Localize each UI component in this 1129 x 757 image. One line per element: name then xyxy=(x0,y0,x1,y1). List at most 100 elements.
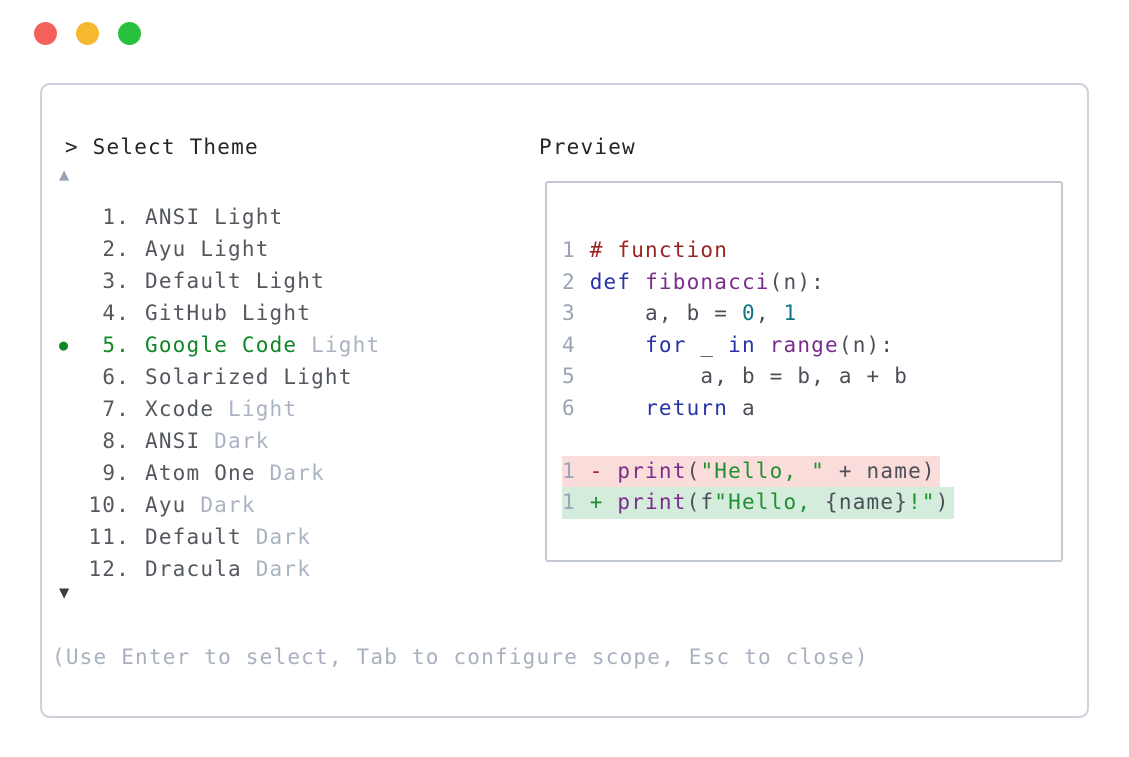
code-token-plain: ( xyxy=(686,458,701,483)
code-token-keyword: in xyxy=(728,332,756,357)
theme-item-name: Dracula xyxy=(145,557,242,581)
theme-item-number: 12. xyxy=(88,557,130,581)
theme-item-variant: Dark xyxy=(255,557,312,581)
code-token-plain: a xyxy=(728,395,756,420)
code-token-linenum: 1 xyxy=(562,238,590,262)
code-line: 1 # function xyxy=(562,235,954,267)
theme-list-item[interactable]: 1. ANSI Light xyxy=(42,201,512,233)
theme-item-number: 3. xyxy=(102,269,130,293)
preview-label: Preview xyxy=(539,135,636,159)
code-token-plain: a, b = b, a + b xyxy=(589,364,909,388)
select-theme-prompt: > Select Theme xyxy=(65,135,259,159)
help-text: (Use Enter to select, Tab to configure s… xyxy=(52,645,869,669)
theme-item-variant: Light xyxy=(283,365,353,389)
theme-item-variant: Light xyxy=(214,205,284,229)
theme-item-number: 10. xyxy=(88,493,130,517)
code-line: 6 return a xyxy=(562,393,954,425)
code-token-number: 1 xyxy=(783,301,798,325)
selected-bullet-icon xyxy=(59,553,79,585)
code-token-function: range xyxy=(769,332,839,357)
code-token-string: "Hello, xyxy=(714,490,826,514)
code-token-plain: + name) xyxy=(825,458,936,483)
theme-item-number: 4. xyxy=(102,301,130,325)
code-token-plain xyxy=(590,333,645,357)
code-line: 5 a, b = b, a + b xyxy=(562,361,954,393)
theme-item-number: 2. xyxy=(102,237,130,261)
theme-item-number: 9. xyxy=(102,461,130,485)
scroll-down-icon[interactable]: ▼ xyxy=(59,583,70,603)
theme-item-name: Ayu xyxy=(145,493,187,517)
code-token-plain: a, b = xyxy=(589,301,742,325)
selected-bullet-icon xyxy=(59,201,79,233)
selected-bullet-icon: ● xyxy=(59,336,70,354)
theme-list-item[interactable]: 12. Dracula Dark xyxy=(42,553,512,585)
theme-item-name: Google Code xyxy=(145,333,298,357)
code-token-plain xyxy=(590,396,645,420)
code-line: 3 a, b = 0, 1 xyxy=(562,298,954,330)
code-token-linenum: 1 xyxy=(562,490,590,514)
minimize-button[interactable] xyxy=(76,22,99,45)
theme-item-number: 6. xyxy=(102,365,130,389)
theme-item-name: Default xyxy=(145,269,242,293)
code-token-plain: ) xyxy=(935,490,950,514)
theme-item-number: 1. xyxy=(102,205,130,229)
selected-bullet-icon xyxy=(59,361,79,393)
code-token-keyword: return xyxy=(645,395,729,420)
close-button[interactable] xyxy=(34,22,57,45)
code-token-linenum: 3 xyxy=(562,301,590,325)
code-token-string: "Hello, " xyxy=(700,458,826,483)
theme-item-name: Atom One xyxy=(145,461,256,485)
code-token-function: print xyxy=(617,490,687,514)
theme-list-item[interactable]: 3. Default Light xyxy=(42,265,512,297)
code-token-linenum: 6 xyxy=(562,395,590,420)
theme-item-number: 8. xyxy=(102,429,130,453)
code-token-plain xyxy=(756,333,770,357)
theme-list-item[interactable]: 6. Solarized Light xyxy=(42,361,512,393)
theme-item-number: 7. xyxy=(102,397,130,421)
code-token-function: print xyxy=(617,458,687,483)
code-token-function: fibonacci xyxy=(645,269,770,294)
code-token-plain: , xyxy=(755,301,784,325)
theme-item-variant: Light xyxy=(311,333,381,357)
theme-item-variant: Light xyxy=(228,397,298,421)
theme-item-name: Default xyxy=(145,525,242,549)
window-controls xyxy=(34,22,141,45)
code-line: 1 + print(f"Hello, {name}!") xyxy=(562,487,954,519)
code-token-linenum: 1 xyxy=(562,458,590,483)
code-token-comment: # function xyxy=(589,238,729,262)
code-token-string: !" xyxy=(908,490,936,514)
theme-item-name: Solarized xyxy=(145,365,270,389)
theme-item-variant: Light xyxy=(255,269,325,293)
theme-item-variant: Dark xyxy=(214,429,270,453)
selected-bullet-icon xyxy=(59,393,79,425)
selected-bullet-icon xyxy=(59,297,79,329)
selected-bullet-icon xyxy=(59,521,79,553)
code-token-diffminus: - xyxy=(589,458,618,483)
code-token-plain: _ xyxy=(686,332,729,357)
theme-item-name: ANSI xyxy=(145,205,201,229)
theme-item-variant: Dark xyxy=(255,525,312,549)
theme-item-variant: Dark xyxy=(269,461,325,485)
code-token-linenum: 4 xyxy=(562,332,590,357)
scroll-up-icon[interactable]: ▲ xyxy=(59,165,70,185)
maximize-button[interactable] xyxy=(118,22,141,45)
code-token-plain: (n): xyxy=(769,269,826,294)
code-blank-line xyxy=(562,424,954,456)
theme-item-variant: Light xyxy=(241,301,312,325)
code-token-plain: {name} xyxy=(825,490,909,514)
theme-list-item[interactable]: 9. Atom One Dark xyxy=(42,457,512,489)
selected-bullet-icon xyxy=(59,489,79,521)
selected-bullet-icon xyxy=(59,425,79,457)
theme-item-name: Ayu xyxy=(145,237,187,261)
code-token-linenum: 5 xyxy=(562,364,590,388)
